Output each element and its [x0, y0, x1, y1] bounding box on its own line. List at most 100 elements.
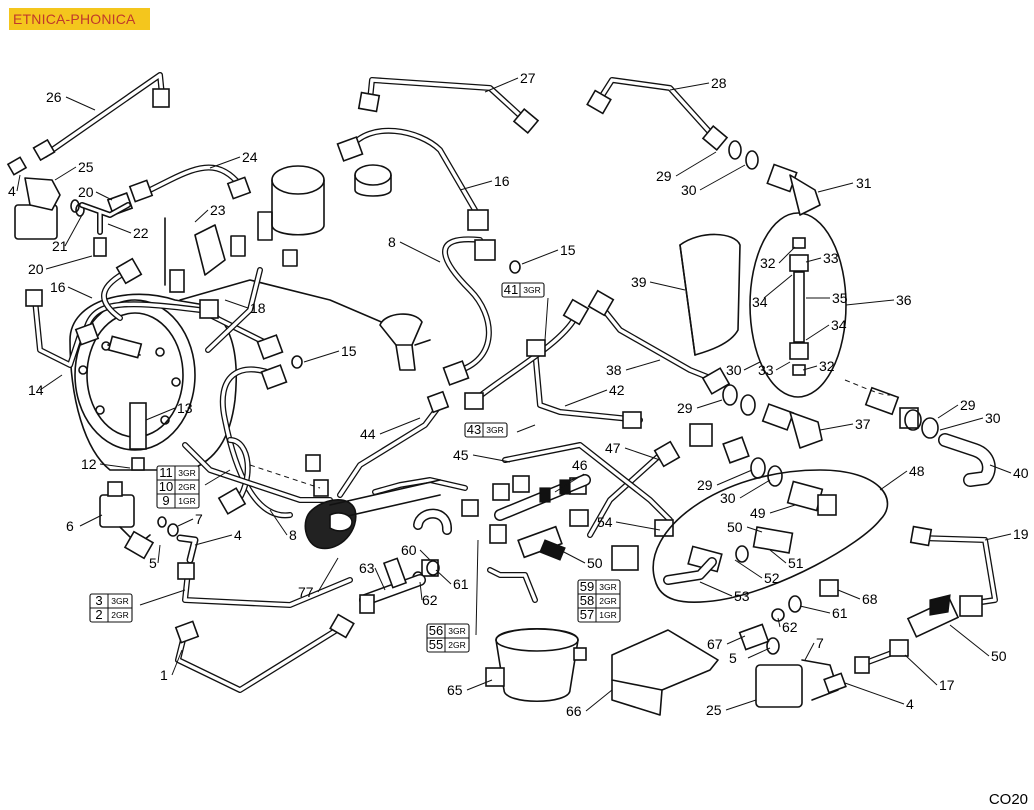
callout-label-l62a: 62: [422, 592, 438, 608]
solenoid-valve-left: [99, 481, 155, 560]
callout-label-l52: 52: [764, 570, 780, 586]
mounting-plate: [611, 629, 719, 716]
callout-label-l17: 17: [939, 677, 955, 693]
callout-label-l61a: 61: [453, 576, 469, 592]
variant-box-number: 43: [467, 422, 481, 437]
callout-label-l29b: 29: [677, 400, 693, 416]
callout-label-l50b: 50: [587, 555, 603, 571]
callout-label-l38: 38: [606, 362, 622, 378]
tap-valve-right: [906, 594, 960, 638]
brand-label: ETNICA-PHONICA: [9, 8, 150, 30]
tee-fitting: [79, 202, 131, 257]
callout-label-l53: 53: [734, 588, 750, 604]
callout-label-l34a: 34: [752, 294, 768, 310]
variant-box-number: 9: [162, 493, 169, 508]
variant-box-group: 3GR: [523, 285, 540, 295]
callout-label-l31: 31: [856, 175, 872, 191]
callout-label-l29c: 29: [960, 397, 976, 413]
callout-label-l4b: 4: [234, 527, 242, 543]
callout-label-l36: 36: [896, 292, 912, 308]
variant-box-group: 3GR: [178, 468, 195, 478]
variant-box-number: 57: [580, 607, 594, 622]
callout-label-l40: 40: [1013, 465, 1029, 481]
drip-cup: [485, 628, 587, 703]
callout-label-l46: 46: [572, 457, 588, 473]
manifold-pipe: [494, 474, 591, 521]
variant-box-number: 3: [95, 593, 102, 608]
callout-label-l15b: 15: [341, 343, 357, 359]
callout-label-l39: 39: [631, 274, 647, 290]
callout-label-l65: 65: [447, 682, 463, 698]
valve-cone: [379, 313, 431, 371]
elbow-large: [938, 433, 996, 487]
check-valve: [359, 557, 426, 614]
callout-label-l16a: 16: [494, 173, 510, 189]
callout-label-l35: 35: [832, 290, 848, 306]
variant-box-group: 3GR: [486, 425, 503, 435]
variant-box-group: 2GR: [111, 610, 128, 620]
callout-label-l13: 13: [177, 400, 193, 416]
callout-label-l42: 42: [609, 382, 625, 398]
callout-label-l66: 66: [566, 703, 582, 719]
filter-holder: [304, 479, 441, 550]
figure-code: CO20: [988, 791, 1028, 808]
variant-box-group: 2GR: [599, 596, 616, 606]
tubes: [32, 72, 998, 693]
callout-label-l68: 68: [862, 591, 878, 607]
callout-label-l30a: 30: [681, 182, 697, 198]
callout-label-l6: 6: [66, 518, 74, 534]
callout-label-l14: 14: [28, 382, 44, 398]
variant-box-group: 3GR: [448, 626, 465, 636]
callout-label-l49: 49: [750, 505, 766, 521]
variant-box-number: 10: [159, 479, 173, 494]
callout-label-l23: 23: [210, 202, 226, 218]
callout-label-l24: 24: [242, 149, 258, 165]
sight-glass: [749, 212, 847, 398]
callout-label-l21: 21: [52, 238, 68, 254]
variant-box-number: 56: [429, 623, 443, 638]
callout-label-l30c: 30: [985, 410, 1001, 426]
callout-label-l7a: 7: [195, 511, 203, 527]
callout-label-l30d: 30: [720, 490, 736, 506]
callout-label-l32b: 32: [819, 358, 835, 374]
callout-label-l19: 19: [1013, 526, 1029, 542]
callout-label-l33a: 33: [823, 250, 839, 266]
callout-label-l47: 47: [605, 440, 621, 456]
callout-label-l28: 28: [711, 75, 727, 91]
callout-label-l22: 22: [133, 225, 149, 241]
variant-box-number: 11: [159, 465, 173, 480]
callout-label-l27: 27: [520, 70, 536, 86]
callout-label-l50c: 50: [991, 648, 1007, 664]
parts-drawing: [6, 72, 998, 716]
callout-label-l61b: 61: [832, 605, 848, 621]
callout-label-l32a: 32: [760, 255, 776, 271]
callout-label-l25b: 25: [706, 702, 722, 718]
callout-label-l29a: 29: [656, 168, 672, 184]
callout-label-l50a: 50: [727, 519, 743, 535]
callout-label-l8b: 8: [289, 527, 297, 543]
level-valve-top: [766, 163, 821, 216]
variant-box-group: 1GR: [178, 496, 195, 506]
callout-label-l18: 18: [250, 300, 266, 316]
variant-box-group: 1GR: [599, 610, 616, 620]
callout-label-l33b: 33: [758, 362, 774, 378]
callout-label-l45: 45: [453, 447, 469, 463]
solenoid-valve-bottom: [738, 623, 847, 708]
callout-label-l26: 26: [46, 89, 62, 105]
callout-label-l48: 48: [909, 463, 925, 479]
callout-label-l20b: 20: [28, 261, 44, 277]
elbow-fitting: [176, 534, 199, 564]
gauge-cluster: [107, 269, 185, 359]
callout-label-l62b: 62: [782, 619, 798, 635]
fittings: [25, 88, 983, 674]
leader-lines: [16, 77, 1012, 712]
level-valve-bottom: [761, 403, 823, 449]
tap-valve-center: [517, 525, 566, 561]
callout-label-l7b: 7: [816, 635, 824, 651]
group-head-top: [164, 164, 392, 286]
callout-label-l54: 54: [597, 514, 613, 530]
